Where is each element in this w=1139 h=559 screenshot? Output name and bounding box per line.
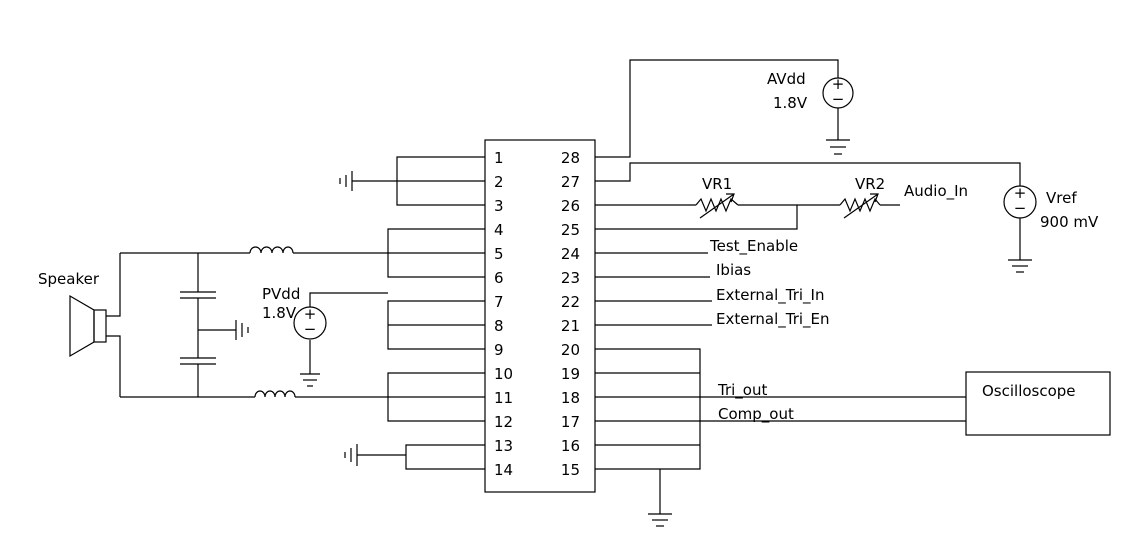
audio-in-net-label: Audio_In: [904, 182, 968, 201]
ground-symbol-pins-1-3: [339, 171, 353, 191]
ic-pin-27-label: 27: [561, 173, 580, 191]
vref-minus: −: [1014, 199, 1027, 217]
ic-right-pin-labels: 28 27 26 25 24 23 22 21 20 19 18 17 16 15: [561, 149, 580, 479]
variable-resistor-vr2: [839, 193, 881, 219]
ic-pin-6-label: 6: [494, 269, 504, 287]
avdd-value-label: 1.8V: [773, 94, 808, 112]
ground-symbol-vref: [1008, 259, 1032, 273]
ic-pin-15-label: 15: [561, 461, 580, 479]
ic-pin-17-label: 17: [561, 413, 580, 431]
ground-symbol-avdd: [826, 139, 850, 155]
ic-pin-8-label: 8: [494, 317, 504, 335]
vref-source: + −: [1003, 184, 1037, 219]
ic-pin-25-label: 25: [561, 221, 580, 239]
avdd-source: + −: [822, 75, 854, 109]
ic-pin-18-label: 18: [561, 389, 580, 407]
avdd-plus: +: [832, 75, 845, 93]
ic-pin-1-label: 1: [494, 149, 504, 167]
capacitor-lower: [180, 357, 216, 365]
vref-value-label: 900 mV: [1040, 213, 1099, 231]
oscilloscope-label: Oscilloscope: [982, 382, 1076, 400]
variable-resistor-vr1: [695, 193, 739, 219]
vr1-label: VR1: [702, 175, 732, 193]
ic-pin-19-label: 19: [561, 365, 580, 383]
ic-pin-3-label: 3: [494, 197, 504, 215]
avdd-name-label: AVdd: [767, 70, 806, 88]
ground-symbol-capacitors: [235, 320, 249, 340]
vref-plus: +: [1014, 184, 1027, 202]
test-enable-net-label: Test_Enable: [709, 237, 798, 256]
pvdd-source: + −: [293, 305, 327, 340]
ic-pin-13-label: 13: [494, 437, 513, 455]
ic-pin-20-label: 20: [561, 341, 580, 359]
inductor-lower: [254, 390, 296, 398]
pvdd-name-label: PVdd: [262, 285, 300, 303]
ic-pin-10-label: 10: [494, 365, 513, 383]
external-tri-in-net-label: External_Tri_In: [716, 286, 824, 305]
ic-pin-14-label: 14: [494, 461, 513, 479]
oscilloscope-box: [965, 371, 1111, 436]
ibias-net-label: Ibias: [716, 261, 751, 279]
ic-pin-4-label: 4: [494, 221, 504, 239]
avdd-minus: −: [832, 90, 845, 108]
ground-symbol-pvdd: [300, 373, 320, 387]
speaker-label: Speaker: [38, 270, 100, 288]
pvdd-value-label: 1.8V: [262, 304, 297, 322]
pvdd-plus: +: [304, 305, 317, 323]
external-tri-en-net-label: External_Tri_En: [716, 310, 830, 329]
ic-pin-7-label: 7: [494, 293, 504, 311]
ic-pin-12-label: 12: [494, 413, 513, 431]
pvdd-minus: −: [304, 320, 317, 338]
ic-chip-body: [484, 139, 596, 493]
ic-pin-22-label: 22: [561, 293, 580, 311]
tri-out-net-label: Tri_out: [717, 381, 767, 400]
ic-pin-28-label: 28: [561, 149, 580, 167]
speaker-icon: [69, 294, 107, 358]
comp-out-net-label: Comp_out: [718, 405, 794, 424]
vr2-label: VR2: [855, 175, 885, 193]
ic-pin-23-label: 23: [561, 269, 580, 287]
ic-pin-26-label: 26: [561, 197, 580, 215]
ic-pin-5-label: 5: [494, 245, 504, 263]
ic-pin-2-label: 2: [494, 173, 504, 191]
ground-symbol-pins-13-14: [344, 444, 358, 466]
inductor-upper: [249, 246, 294, 254]
ground-symbol-bus: [648, 513, 672, 527]
ic-pin-24-label: 24: [561, 245, 580, 263]
wires: [106, 59, 1021, 514]
capacitor-upper: [180, 291, 216, 299]
ic-pin-9-label: 9: [494, 341, 504, 359]
ic-pin-11-label: 11: [494, 389, 513, 407]
ic-pin-16-label: 16: [561, 437, 580, 455]
vref-name-label: Vref: [1046, 189, 1077, 207]
ic-pin-21-label: 21: [561, 317, 580, 335]
